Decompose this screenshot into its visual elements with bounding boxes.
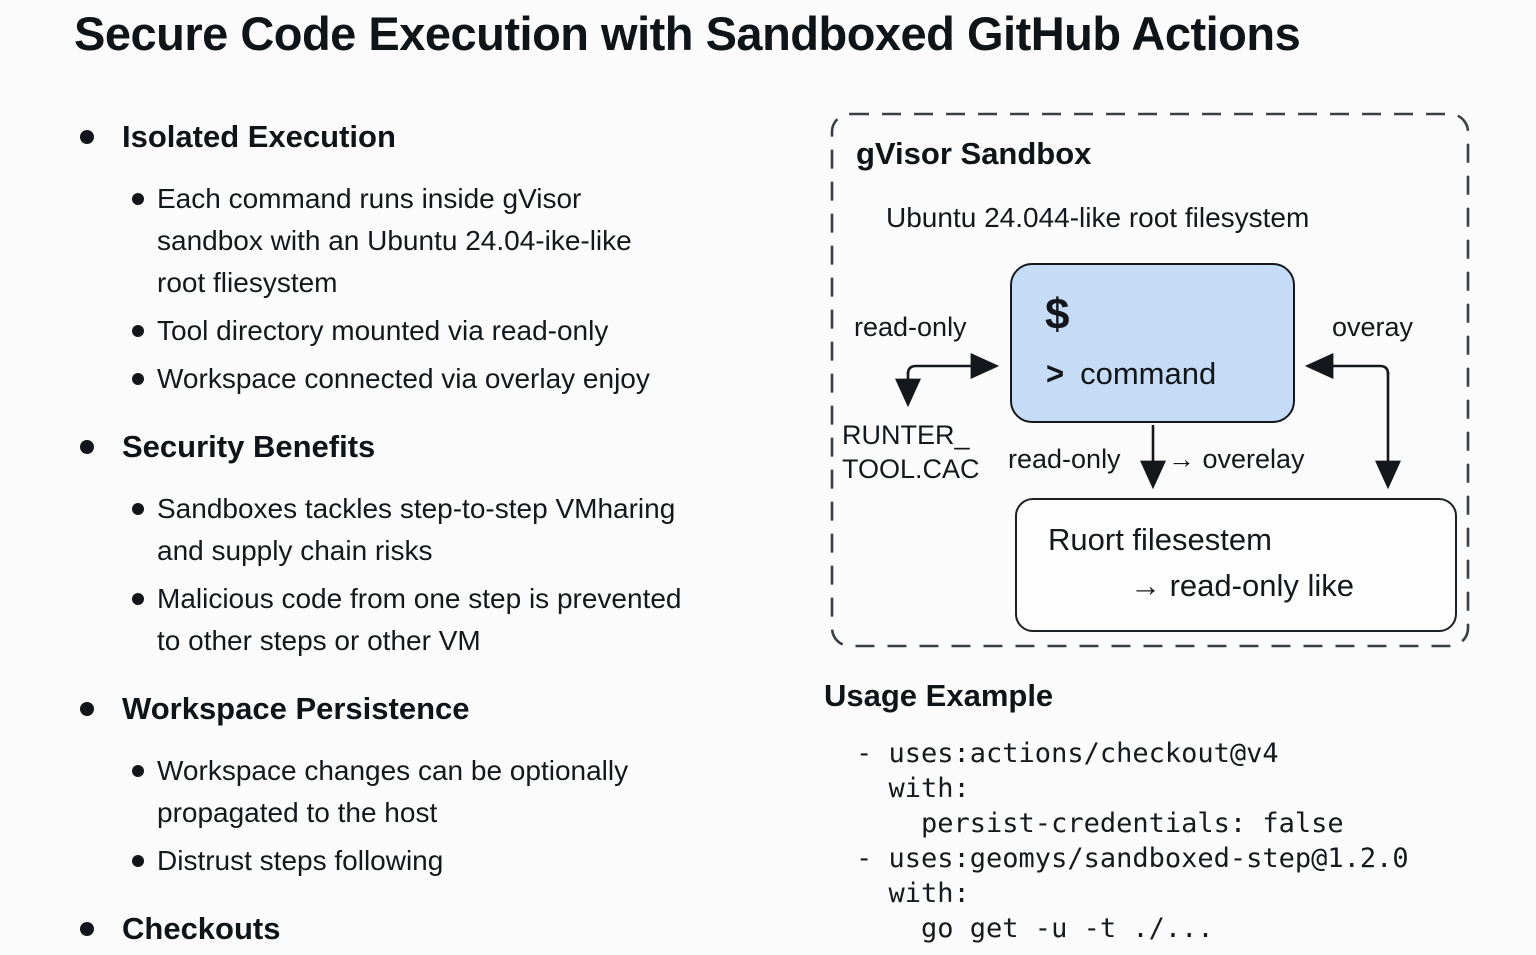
root-filesystem-line1: Ruort filesestem [1048,522,1272,557]
flow-arrows [830,112,1470,648]
command-label: command [1080,356,1217,391]
code-line: go get -u -t ./... [856,913,1214,944]
section-heading: Isolated Execution [75,118,815,156]
command-box: $ > command [1010,263,1295,423]
label-read-only-center: read-only [1008,444,1121,474]
section-security-benefits: Security Benefits Sandboxes tackles step… [75,428,815,662]
section-workspace-persistence: Workspace Persistence Workspace changes … [75,690,815,882]
bullet-item: Sandboxes tackles step-to-step VMharing … [75,488,815,572]
code-line: persist-credentials: false [856,808,1344,839]
chevron-right-icon: > [1046,355,1065,392]
usage-example-heading: Usage Example [824,678,1054,713]
bullet-item: Workspace changes can be optionally prop… [75,750,815,834]
code-line: with: [856,773,970,804]
bullet-item: Each command runs inside gVisor sandbox … [75,178,815,304]
page-title: Secure Code Execution with Sandboxed Git… [74,7,1301,60]
root-filesystem-line2: → read-only like [1130,568,1354,603]
label-overlay-right: overay [1332,312,1414,342]
section-isolated-execution: Isolated Execution Each command runs ins… [75,118,815,400]
dollar-prompt: $ [1045,290,1070,339]
diagram-title: gVisor Sandbox [856,136,1092,171]
sandbox-dashed-border [830,112,1470,648]
bullet-item: Workspace connected via overlay enjoy [75,358,815,400]
code-block: - uses:actions/checkout@v4 with: persist… [856,736,1409,946]
code-line: with: [856,878,970,909]
gvisor-sandbox-diagram: gVisor Sandbox Ubuntu 24.044-like root f… [830,112,1470,648]
label-read-only-left: read-only [854,312,967,342]
bullet-item: Distrust steps following [75,840,815,882]
section-checkouts: Checkouts [75,910,815,948]
label-overlay-center: → overelay [1168,444,1305,474]
diagram-subtitle: Ubuntu 24.044-like root filesystem [886,202,1310,233]
command-line: > command [1046,355,1216,392]
bullet-list: Isolated Execution Each command runs ins… [75,118,815,955]
section-heading: Workspace Persistence [75,690,815,728]
bullet-item: Malicious code from one step is prevente… [75,578,815,662]
root-filesystem-box: Ruort filesestem → read-only like [1015,498,1457,632]
code-line: - uses:geomys/sandboxed-step@1.2.0 [856,843,1409,874]
bullet-item: Tool directory mounted via read-only [75,310,815,352]
code-line: - uses:actions/checkout@v4 [856,738,1279,769]
runner-tool-cache-label: RUNTER_ TOOL.CAC [842,420,980,484]
section-heading: Checkouts [75,910,815,948]
section-heading: Security Benefits [75,428,815,466]
